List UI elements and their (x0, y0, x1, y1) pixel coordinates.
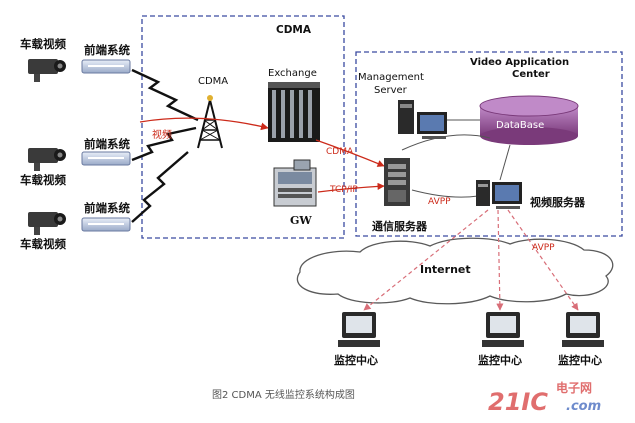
frontend-system-label-1: 前端系统 (84, 43, 130, 57)
monitor-computer-1 (338, 312, 380, 347)
wireless-link-1 (131, 68, 199, 122)
video-application-center-box (355, 51, 623, 237)
monitor-link-1 (363, 209, 489, 311)
cdma-link-arrow (315, 139, 385, 167)
monitor-center-label-2: 监控中心 (478, 353, 522, 367)
cdma-link-label: CDMA (326, 147, 354, 157)
management-server-label-1: Management (358, 72, 424, 83)
management-server-label-2: Server (374, 85, 408, 96)
frontend-device-1 (81, 59, 131, 74)
video-server-icon (476, 180, 522, 209)
wireless-link-3 (131, 151, 189, 223)
frontend-device-2 (81, 151, 131, 166)
avpp-label: AVPP (428, 197, 451, 207)
watermark-sub2: .com (566, 399, 601, 414)
vac-title-line2: Center (512, 69, 550, 80)
database-icon (479, 95, 579, 145)
monitor-link-2 (496, 209, 504, 311)
monitor-center-label-1: 监控中心 (334, 353, 378, 367)
internet-label: Internet (420, 263, 471, 276)
exchange-label: Exchange (268, 68, 317, 79)
monitor-center-label-3: 监控中心 (558, 353, 602, 367)
figure-caption: 图2 CDMA 无线监控系统构成图 (212, 388, 355, 401)
frontend-device-3 (81, 217, 131, 232)
vehicle-video-label-2: 车载视频 (20, 173, 66, 187)
communication-server-label: 通信服务器 (372, 219, 428, 233)
cdma-tower-label: CDMA (198, 76, 228, 87)
cdma-tower-icon (197, 95, 223, 149)
internet-cloud (296, 237, 614, 305)
video-server-label: 视频服务器 (530, 195, 586, 209)
vac-title-line1: Video Application (470, 57, 569, 68)
frontend-system-label-3: 前端系统 (84, 201, 130, 215)
avpp-link (411, 189, 479, 198)
vehicle-camera-1 (28, 59, 66, 82)
vehicle-video-label-1: 车载视频 (20, 37, 66, 51)
video-signal-label: 视频 (152, 128, 172, 141)
gw-label: GW (290, 214, 312, 227)
comm-db-link (401, 134, 491, 151)
cdma-region-box (141, 15, 345, 239)
frontend-system-label-2: 前端系统 (84, 137, 130, 151)
monitor-computer-3 (562, 312, 604, 347)
tcpip-label: TCP/IP (329, 185, 358, 195)
database-label: DataBase (496, 120, 544, 131)
tcpip-link-arrow (317, 182, 385, 193)
avpp-label-2: AVPP (532, 243, 555, 253)
db-video-link (499, 144, 511, 181)
monitor-link-3 (507, 209, 579, 311)
monitor-computer-2 (482, 312, 524, 347)
video-signal-arrow (139, 117, 269, 131)
exchange-icon (268, 82, 320, 142)
wireless-link-2 (131, 126, 197, 162)
gateway-icon (273, 159, 317, 207)
cdma-box-title: CDMA (276, 24, 312, 36)
vehicle-camera-2 (28, 148, 66, 171)
watermark-sub1: 电子网 (556, 380, 592, 395)
communication-server-icon (384, 158, 410, 206)
watermark-logo: 21IC (488, 388, 548, 416)
vehicle-camera-3 (28, 212, 66, 235)
vehicle-video-label-3: 车载视频 (20, 237, 66, 251)
management-server-icon (398, 100, 447, 139)
